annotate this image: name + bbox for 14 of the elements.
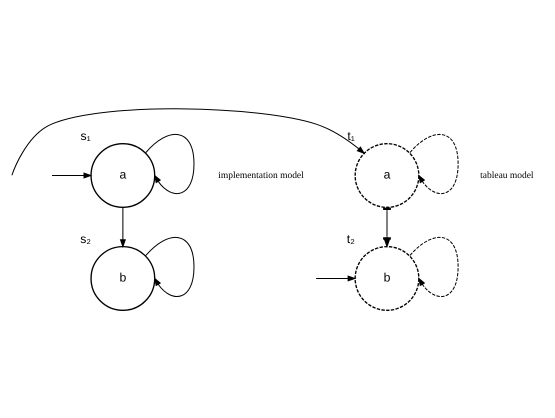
node-circle: b [354, 245, 420, 310]
node-circle: a [354, 142, 420, 208]
arrow [120, 207, 126, 248]
node-label: s₁ [80, 128, 91, 142]
node-circle: b [90, 245, 156, 310]
label: implementation model [218, 170, 304, 181]
arrow [316, 274, 356, 282]
label: tableau model [480, 170, 534, 181]
arrow [11, 108, 366, 175]
node-circle: a [90, 142, 156, 208]
node-label: t₁ [347, 128, 355, 142]
node-label: t₂ [346, 231, 355, 246]
arrow [52, 172, 92, 178]
node-label: s₂ [80, 231, 92, 246]
